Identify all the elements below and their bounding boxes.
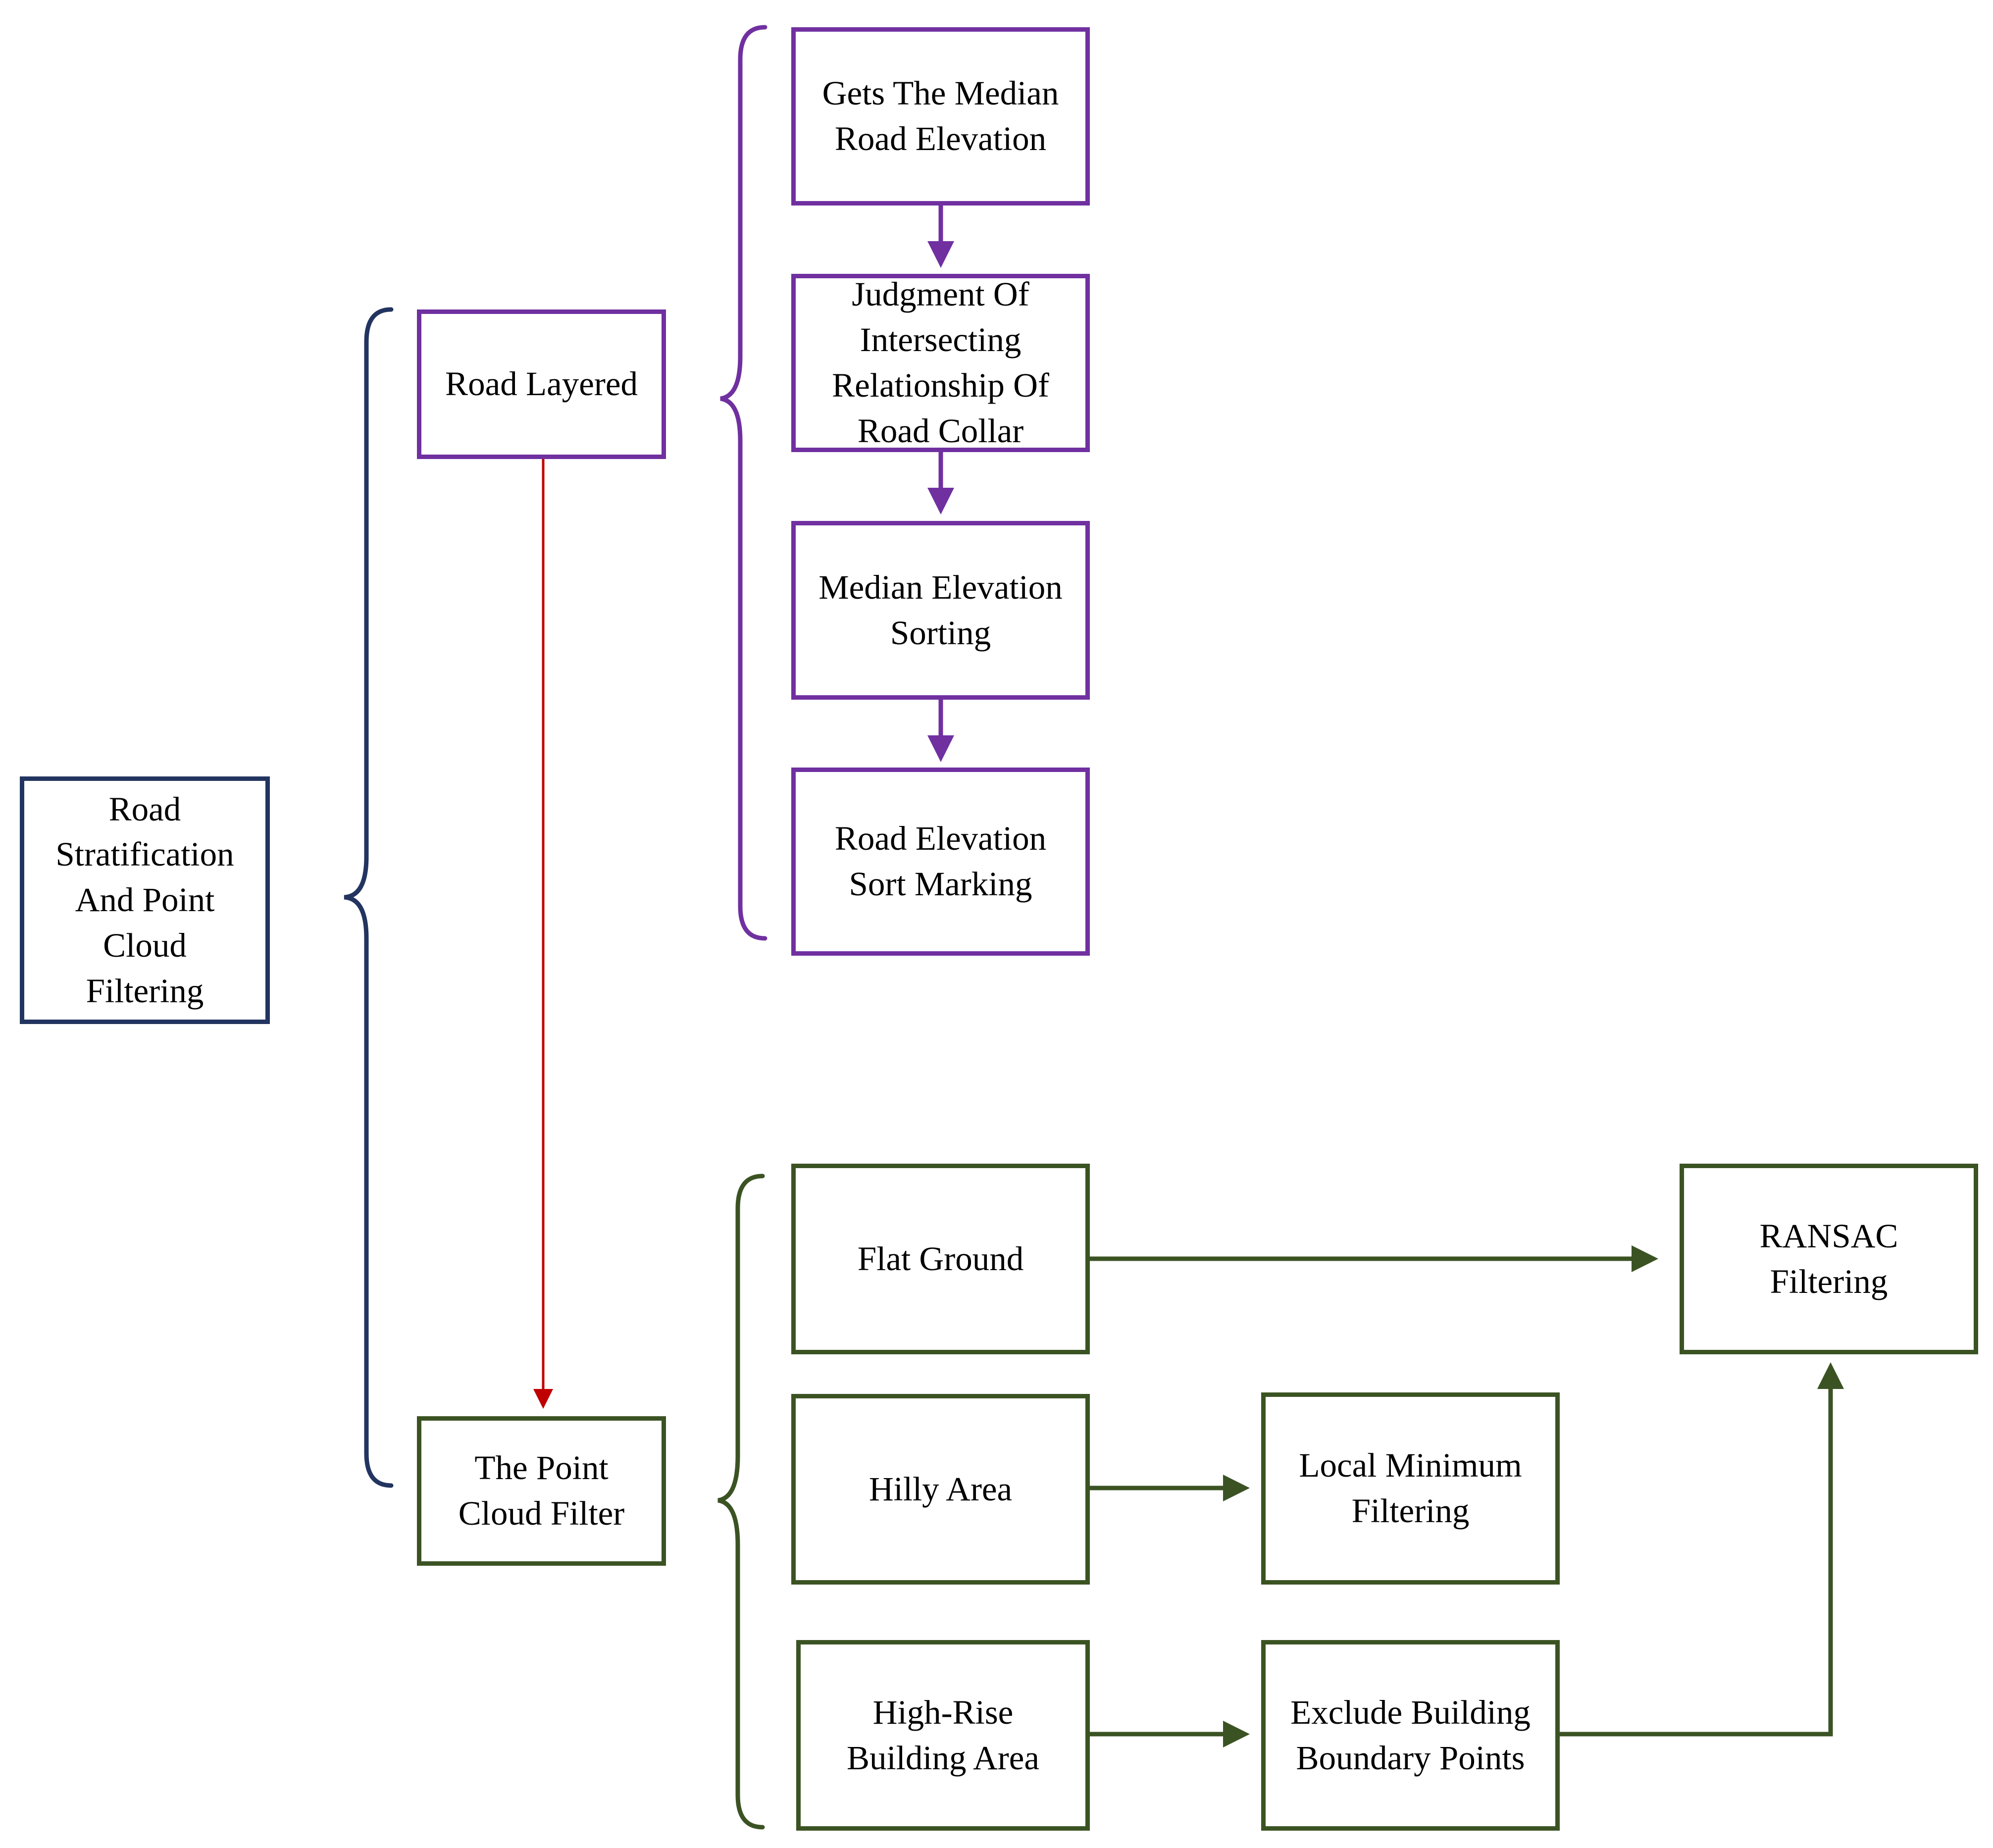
root-node: Road Stratification And Point Cloud Filt… (20, 776, 270, 1024)
terrain-high-rise-building-area: High-Rise Building Area (796, 1640, 1090, 1831)
terrain-flat-ground: Flat Ground (791, 1164, 1090, 1354)
road-step-median-elevation: Gets The Median Road Elevation (791, 27, 1090, 205)
point-cloud-filter-node: The Point Cloud Filter (417, 1416, 666, 1566)
road-step-intersect-judgment: Judgment Of Intersecting Relationship Of… (791, 274, 1090, 452)
method-exclude-building-boundary-points: Exclude Building Boundary Points (1261, 1640, 1560, 1831)
root-brace (344, 307, 394, 1488)
road-layered-brace (720, 25, 767, 941)
method-local-minimum-filtering: Local Minimum Filtering (1261, 1392, 1560, 1585)
road-layered-node: Road Layered (417, 309, 666, 459)
method-ransac-filtering: RANSAC Filtering (1680, 1164, 1978, 1354)
road-step-sort-marking: Road Elevation Sort Marking (791, 768, 1090, 956)
terrain-hilly-area: Hilly Area (791, 1394, 1090, 1585)
road-step-elevation-sorting: Median Elevation Sorting (791, 521, 1090, 700)
point-cloud-filter-brace (717, 1174, 765, 1830)
exclude-boundary-to-ransac-arrow (1558, 1362, 1844, 1737)
